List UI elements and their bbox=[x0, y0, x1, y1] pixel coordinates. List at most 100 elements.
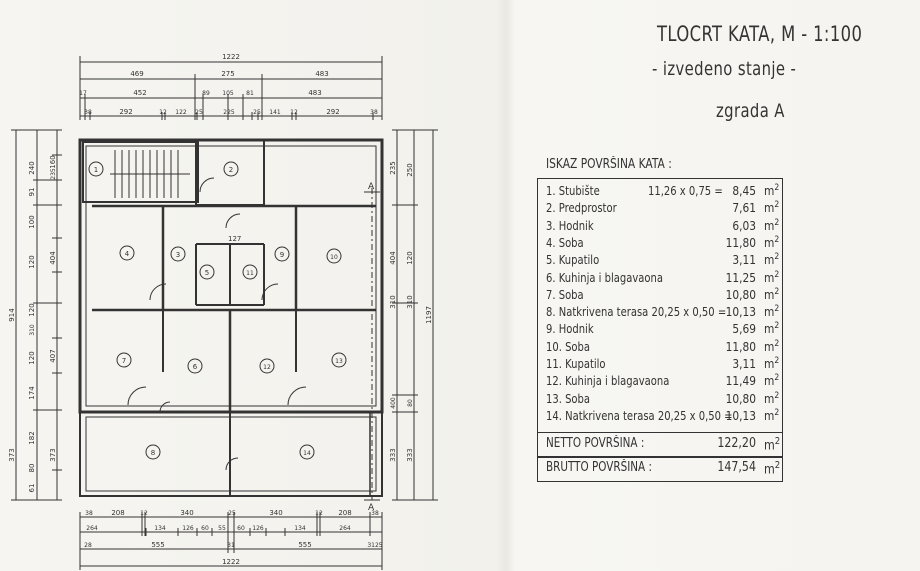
area-row-unit: m2 bbox=[764, 252, 780, 268]
right-dimensions: 235 404 310 400 333 250 120 310 80 333 1… bbox=[389, 161, 433, 461]
dim-left: 240 bbox=[28, 161, 36, 174]
area-row-unit: m2 bbox=[764, 217, 780, 233]
dim-top: 483 bbox=[308, 89, 321, 97]
room-number: 13 bbox=[335, 358, 343, 365]
dim-bottom: 126 bbox=[182, 525, 194, 532]
room-number: 8 bbox=[151, 449, 155, 457]
dim-top: 141 bbox=[269, 109, 281, 116]
area-row-label: 13. Soba bbox=[546, 390, 591, 406]
dim-right-overall: 1197 bbox=[425, 306, 433, 324]
area-row-unit: m2 bbox=[764, 390, 780, 406]
dim-top: 452 bbox=[133, 89, 146, 97]
section-marker-bottom: A bbox=[368, 503, 375, 513]
netto-unit: m2 bbox=[764, 436, 781, 454]
dim-top: 12 bbox=[159, 109, 167, 116]
area-row-value: 11,80 bbox=[725, 234, 756, 250]
dim-left: 91 bbox=[28, 188, 36, 197]
area-row-label: 11. Kupatilo bbox=[546, 356, 606, 371]
building-label: zgrada A bbox=[716, 100, 785, 122]
dim-left: 80 bbox=[28, 464, 36, 473]
dim-bottom: 555 bbox=[298, 541, 311, 549]
dim-bottom: 555 bbox=[151, 541, 164, 549]
dim-bottom: 55 bbox=[218, 525, 226, 532]
area-row-value: 11,80 bbox=[725, 338, 756, 354]
drawing-title: TLOCRT KATA, M - 1:100 bbox=[657, 22, 863, 46]
area-row-unit: m2 bbox=[764, 304, 780, 320]
dim-top: 38 bbox=[370, 109, 378, 116]
dim-top: 25 bbox=[195, 109, 203, 116]
dim-left: 120 bbox=[28, 303, 36, 316]
section-marker-top: A bbox=[368, 182, 375, 192]
dim-right: 120 bbox=[406, 251, 414, 264]
area-row-value: 10,13 bbox=[725, 407, 756, 423]
area-table bbox=[537, 178, 783, 433]
area-row-unit: m2 bbox=[764, 234, 780, 251]
netto-value: 122,20 bbox=[717, 436, 756, 451]
area-row-value: 5,69 bbox=[732, 321, 756, 337]
dim-right: 310 bbox=[389, 295, 397, 308]
dim-bottom: 340 bbox=[180, 509, 193, 517]
area-row-value: 11,49 bbox=[725, 373, 756, 389]
area-row-unit: m2 bbox=[764, 286, 780, 302]
dim-bottom: 38 bbox=[85, 510, 93, 517]
area-row-unit: m2 bbox=[764, 200, 780, 216]
brutto-value: 147,54 bbox=[717, 460, 756, 475]
floor-plan: 1 2 3 4 5 6 7 8 9 10 11 12 13 1 bbox=[8, 53, 438, 570]
dim-top: 25 bbox=[253, 109, 261, 116]
room-number: 12 bbox=[263, 364, 271, 371]
left-dimensions: 240 91 100 120 120 120 174 182 373 80 61… bbox=[8, 155, 57, 492]
area-row-label: 12. Kuhinja i blagavaona bbox=[546, 373, 670, 389]
area-row-value: 11,25 bbox=[725, 269, 756, 285]
area-row-unit: m2 bbox=[764, 183, 780, 199]
area-row-value: 10,13 bbox=[725, 304, 756, 320]
dim-top: 38 bbox=[84, 109, 92, 116]
area-row-unit: m2 bbox=[764, 338, 780, 354]
dim-left: 174 bbox=[28, 386, 36, 400]
area-row-value: 6,03 bbox=[732, 217, 756, 233]
area-row-value: 10,80 bbox=[725, 286, 756, 302]
dim-bottom: 134 bbox=[154, 525, 166, 532]
dim-left: 100 bbox=[28, 215, 36, 228]
dim-left: 407 bbox=[49, 349, 57, 362]
dim-left: 182 bbox=[28, 431, 36, 444]
bottom-dimensions: 38 208 12 340 25 340 12 208 38 264 134 1… bbox=[84, 509, 383, 566]
dim-right: 80 bbox=[407, 399, 414, 407]
dim-top: 469 bbox=[130, 70, 143, 78]
room-markers: 1 2 3 4 5 6 7 8 9 10 11 12 13 1 bbox=[88, 161, 347, 460]
area-row-unit: m2 bbox=[764, 373, 780, 389]
drawing-subtitle: - izvedeno stanje - bbox=[652, 58, 797, 80]
room-number: 9 bbox=[280, 251, 284, 259]
area-row-value: 7,61 bbox=[732, 200, 756, 216]
dim-left: 404 bbox=[49, 251, 57, 265]
area-row-label: 9. Hodnik bbox=[546, 321, 594, 337]
dim-bottom: 60 bbox=[237, 525, 245, 532]
dim-right: 404 bbox=[389, 251, 397, 265]
room-number: 3 bbox=[176, 251, 180, 259]
area-row-unit: m2 bbox=[764, 407, 780, 424]
dim-bottom: 126 bbox=[252, 525, 264, 532]
area-row-value: 8,45 bbox=[732, 183, 756, 198]
area-row-value: 3,11 bbox=[732, 252, 756, 268]
area-row-label: 4. Soba bbox=[546, 234, 584, 250]
area-row-label: 5. Kupatilo bbox=[546, 252, 600, 268]
dim-top: 17 bbox=[79, 90, 87, 97]
dim-right: 333 bbox=[389, 448, 397, 461]
dim-top: 105 bbox=[222, 90, 234, 97]
dim-right: 310 bbox=[406, 295, 414, 308]
area-row-value: 10,80 bbox=[725, 390, 756, 406]
dim-bottom: 60 bbox=[201, 525, 209, 532]
dim-top: 122 bbox=[175, 109, 187, 116]
area-row-label: 2. Predprostor bbox=[546, 200, 617, 216]
dim-top-overall: 1222 bbox=[222, 53, 240, 61]
dim-right: 250 bbox=[406, 163, 414, 176]
room-number: 10 bbox=[330, 254, 338, 261]
dim-left-overall: 914 bbox=[8, 308, 16, 322]
area-row-unit: m2 bbox=[764, 356, 780, 372]
dim-bottom-overall: 1222 bbox=[222, 558, 240, 566]
area-row-label: 3. Hodnik bbox=[546, 217, 594, 233]
area-row-value: 3,11 bbox=[732, 356, 756, 371]
dim-top: 292 bbox=[119, 108, 132, 116]
dim-bottom: 208 bbox=[111, 509, 124, 517]
dim-bottom: 208 bbox=[338, 509, 351, 517]
room-number: 7 bbox=[122, 357, 126, 365]
